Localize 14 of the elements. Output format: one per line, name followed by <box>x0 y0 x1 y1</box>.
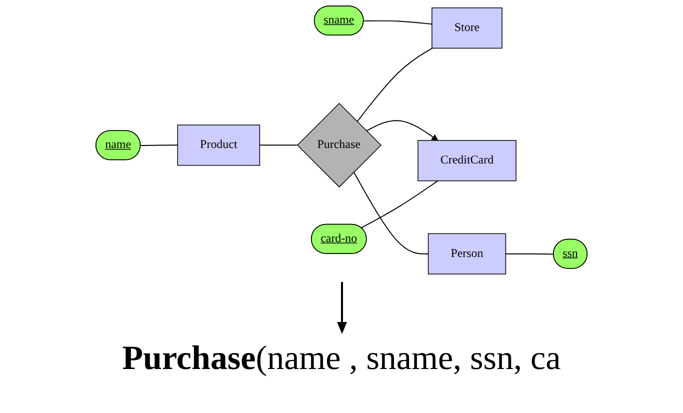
node-diamond: Purchase <box>296 102 382 188</box>
node-box: Person <box>428 233 506 274</box>
node-box: CreditCard <box>418 140 516 182</box>
relation-schema: Purchase(name , sname, ssn, ca <box>122 340 561 377</box>
connector <box>353 172 429 254</box>
node-box: Product <box>177 124 260 166</box>
connector <box>363 20 432 25</box>
node-box: Store <box>432 7 502 49</box>
connector <box>505 253 554 255</box>
connector <box>259 144 298 146</box>
connector <box>140 144 178 146</box>
connector <box>360 180 438 228</box>
arrow <box>366 120 438 141</box>
connector <box>356 48 433 122</box>
